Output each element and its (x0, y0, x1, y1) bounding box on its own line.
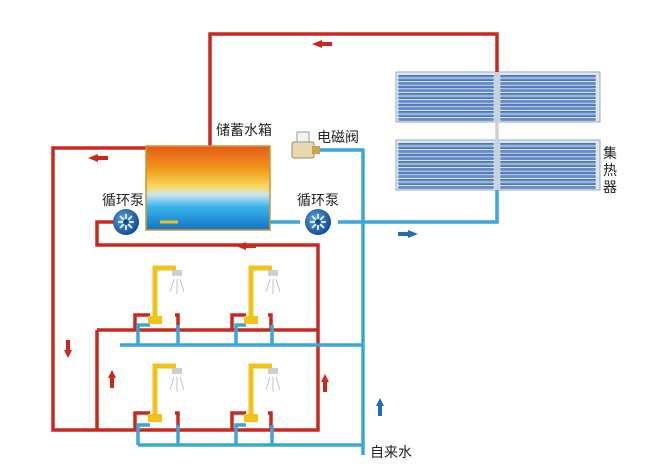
collector-tube (500, 146, 596, 149)
collector-tube (398, 168, 494, 171)
collector-tube (398, 114, 494, 117)
collector-tube (500, 118, 596, 121)
collector-tube (398, 175, 494, 178)
arrow-left-icon (88, 154, 108, 162)
collector-tube (500, 161, 596, 164)
collector-tube (500, 85, 596, 89)
collector-tube (398, 179, 494, 182)
collector-tube (398, 82, 494, 85)
hot-water-pipes (51, 32, 499, 432)
arrow-left-icon (312, 40, 332, 48)
collector-tube (398, 150, 494, 153)
arrow-up-icon (321, 374, 329, 392)
tank-label: 储蓄水箱 (216, 123, 272, 139)
shower-icon (148, 363, 185, 422)
pump-icon (113, 209, 139, 235)
collector-tube (500, 96, 596, 99)
collector-manifold (494, 140, 500, 190)
collector-tube (398, 164, 494, 167)
arrow-right-icon (398, 230, 418, 238)
pump-icon (305, 209, 331, 235)
collector-tube (500, 182, 596, 185)
collector-tube (398, 146, 494, 149)
storage-tank (145, 145, 271, 231)
collector-tube (398, 157, 494, 160)
arrow-down-icon (64, 340, 72, 358)
collector-tube (500, 157, 596, 160)
collector-tube (398, 96, 494, 99)
shower-icon (244, 265, 281, 324)
collector-tube (398, 111, 494, 114)
collector-tube (500, 179, 596, 182)
collector-tube (500, 153, 596, 157)
collector-tube (500, 143, 596, 146)
shower-icon (244, 363, 281, 422)
collector-tube (398, 78, 494, 81)
solar-collector-lower (395, 139, 601, 191)
collector-tube (398, 143, 494, 146)
collector-tube (398, 93, 494, 96)
collector-tube (398, 75, 494, 78)
collector-tube (398, 186, 494, 189)
collector-tube (500, 89, 596, 92)
pump-left-label: 循环泵 (102, 193, 144, 209)
collector-tube (500, 103, 596, 107)
arrow-up-icon (376, 398, 384, 416)
collector-manifold (494, 72, 500, 122)
collector-tube (398, 89, 494, 92)
collector-tube (500, 82, 596, 85)
collector-tube (398, 161, 494, 164)
collector-tube (500, 175, 596, 178)
collector-tube (500, 93, 596, 96)
pump-right-label: 循环泵 (297, 193, 339, 209)
valve-label: 电磁阀 (317, 130, 359, 146)
shower-icon (148, 265, 185, 324)
collector-tube (500, 186, 596, 189)
collector-tube (398, 85, 494, 89)
cold-water-pipes (120, 148, 499, 455)
collector-tube (500, 111, 596, 114)
collector-tube (398, 103, 494, 107)
collector-tube (500, 168, 596, 171)
collector-label: 集热器 (603, 146, 617, 196)
collector-tube (500, 100, 596, 103)
collector-tube (398, 153, 494, 157)
collector-tube (500, 114, 596, 117)
collector-tube (398, 100, 494, 103)
collector-tube (398, 107, 494, 110)
collector-tube (500, 75, 596, 78)
collector-tube (398, 118, 494, 121)
tap-water-label: 自来水 (370, 445, 412, 461)
collector-tube (500, 78, 596, 81)
arrow-up-icon (108, 370, 116, 388)
collector-tube (398, 182, 494, 185)
collector-tube (398, 171, 494, 175)
collector-tube (500, 107, 596, 110)
arrow-left-icon (236, 242, 256, 250)
valve-icon (291, 131, 320, 159)
collector-tube (500, 150, 596, 153)
collector-tube (500, 171, 596, 175)
collector-tube (500, 164, 596, 167)
solar-collector-upper (395, 71, 601, 123)
